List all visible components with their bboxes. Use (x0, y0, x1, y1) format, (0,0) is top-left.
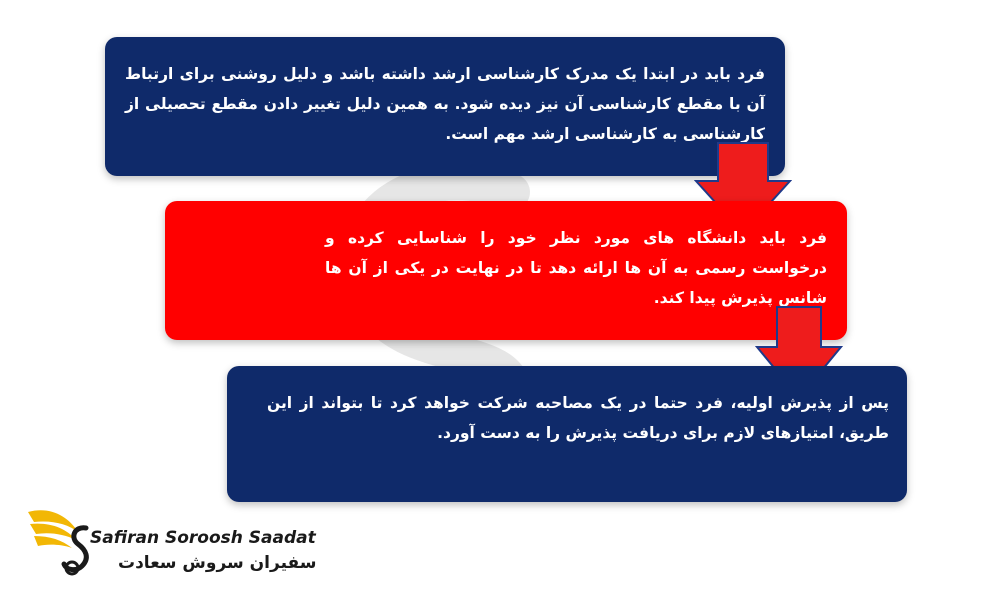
step-2-box: فرد باید دانشگاه های مورد نظر خود را شنا… (165, 201, 847, 340)
step-3-box: پس از پذیرش اولیه، فرد حتما در یک مصاحبه… (227, 366, 907, 502)
step-3-text: پس از پذیرش اولیه، فرد حتما در یک مصاحبه… (267, 394, 889, 442)
winged-s-icon (28, 510, 89, 576)
logo-name-fa: سفیران سروش سعادت (118, 553, 317, 573)
logo-name-en: Safiran Soroosh Saadat (90, 528, 316, 548)
step-1-box: فرد باید در ابتدا یک مدرک کارشناسی ارشد … (105, 37, 785, 176)
step-1-text: فرد باید در ابتدا یک مدرک کارشناسی ارشد … (125, 65, 765, 143)
company-logo: Safiran Soroosh Saadat سفیران سروش سعادت (20, 498, 316, 588)
step-2-text: فرد باید دانشگاه های مورد نظر خود را شنا… (325, 229, 827, 307)
